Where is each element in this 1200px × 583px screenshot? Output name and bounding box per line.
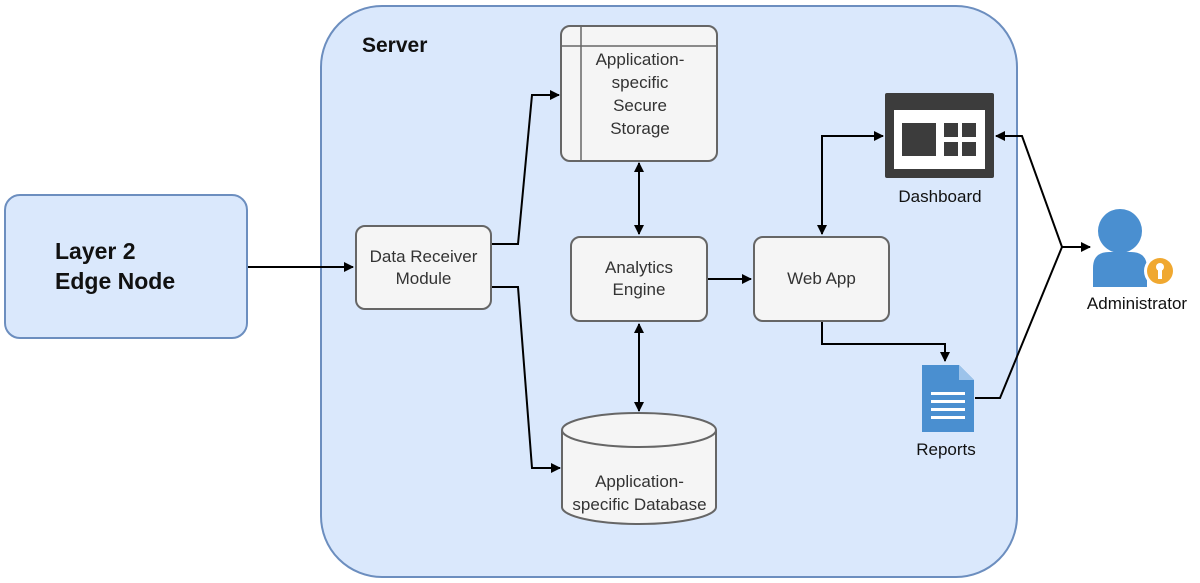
data-receiver-label-line1: Data Receiver [369, 246, 478, 266]
dashboard-label: Dashboard [898, 187, 982, 206]
web-app-label: Web App [787, 269, 856, 288]
webapp-dashboard-arrow [817, 131, 884, 235]
dashboard-icon[interactable] [885, 93, 994, 178]
receiver-to-storage-arrow [492, 90, 560, 245]
edge-node-label-line2: Edge Node [55, 268, 176, 294]
database-label: Application- specific Database [562, 470, 717, 516]
edge-node-label-line1: Layer 2 [55, 238, 136, 264]
database-label-line2: specific Database [572, 495, 707, 514]
administrator-label: Administrator [1086, 294, 1188, 313]
admin-user-key-icon[interactable] [1093, 209, 1176, 287]
secure-storage-label-line1: Application- [595, 50, 685, 69]
reports-label: Reports [916, 440, 976, 459]
analytics-engine-label-line1: Analytics [604, 258, 674, 277]
secure-storage-label: Application- specific Secure Storage [565, 48, 715, 140]
web-app-box[interactable]: Web App [753, 236, 890, 322]
connectors [248, 90, 1091, 473]
data-receiver-label-line2: Module [395, 268, 452, 288]
webapp-to-reports-arrow [821, 322, 950, 362]
analytics-engine-box[interactable]: Analytics Engine [570, 236, 708, 322]
receiver-to-database-arrow [492, 286, 561, 473]
edge-node-label: Layer 2 Edge Node [55, 236, 175, 296]
reports-to-admin-line [975, 246, 1063, 399]
secure-storage-label-line3: Secure [613, 96, 667, 115]
analytics-engine-label: Analytics Engine [605, 257, 673, 301]
database-label-line1: Application- [595, 472, 684, 491]
secure-storage-shape[interactable] [560, 25, 718, 162]
document-icon[interactable] [922, 365, 974, 432]
edge-node-box[interactable] [4, 194, 248, 339]
data-receiver-box[interactable]: Data Receiver Module [355, 225, 492, 310]
admin-dashboard-arrow [995, 131, 1091, 252]
analytics-engine-label-line2: Engine [612, 280, 666, 299]
secure-storage-label-line4: Storage [610, 119, 670, 138]
secure-storage-label-line2: specific [611, 73, 669, 92]
data-receiver-label: Data Receiver Module [370, 246, 478, 290]
database-cylinder[interactable] [561, 412, 717, 525]
server-label: Server [362, 34, 428, 57]
